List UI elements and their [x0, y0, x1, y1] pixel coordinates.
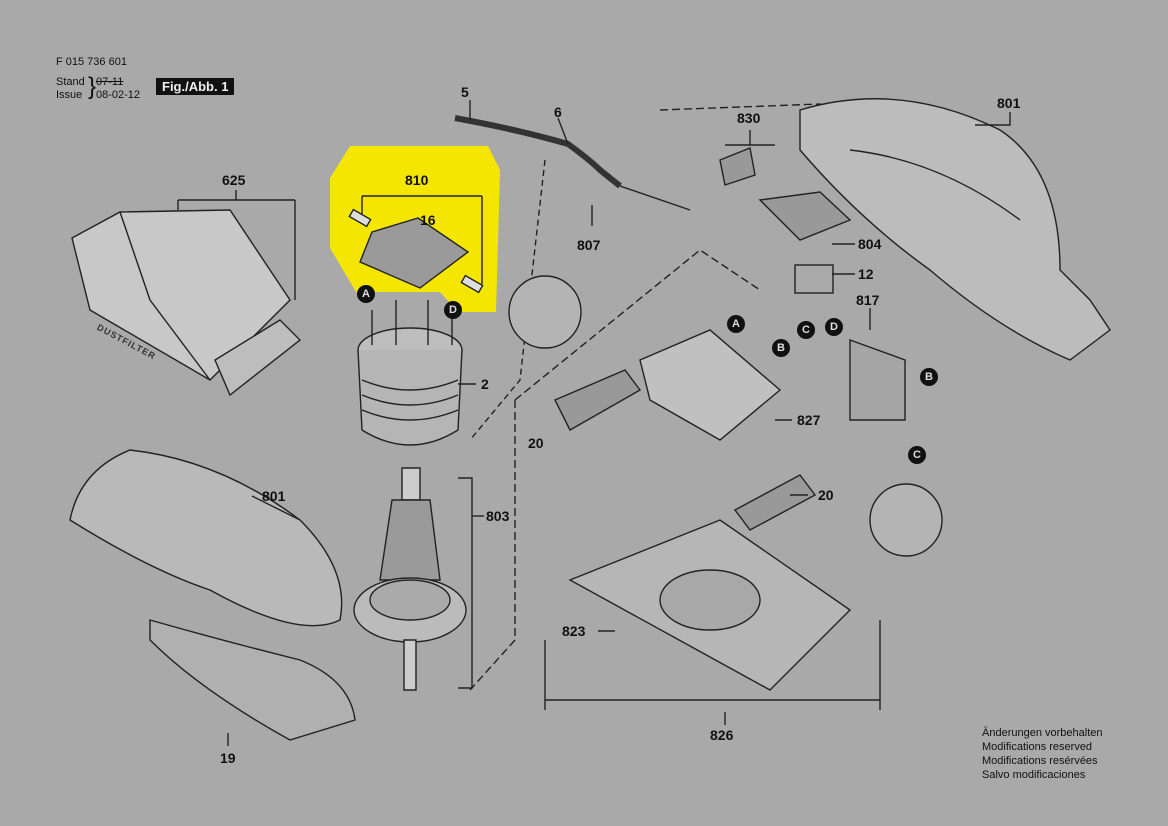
leader-625	[178, 190, 295, 201]
dashed-line-left	[469, 400, 516, 691]
callout-823: 823	[562, 623, 586, 639]
detail-circle-right	[869, 483, 943, 557]
callout-20-right: 20	[818, 487, 834, 503]
callout-12: 12	[858, 266, 874, 282]
note-es: Salvo modificaciones	[982, 769, 1086, 781]
callout-625: 625	[222, 172, 246, 188]
callout-801-left: 801	[262, 488, 286, 504]
marker-b-bottom: B	[920, 368, 938, 386]
callout-817: 817	[856, 292, 880, 308]
callout-6: 6	[554, 104, 562, 120]
notes-block: Änderungen vorbehalten Modifications res…	[982, 726, 1102, 782]
marker-c-bottom: C	[908, 446, 926, 464]
marker-c-top: C	[797, 321, 815, 339]
electronic-module	[849, 339, 906, 421]
housing-left	[69, 449, 356, 741]
callout-801-top: 801	[997, 95, 1021, 111]
callout-807: 807	[577, 237, 601, 253]
leader-830	[725, 130, 775, 146]
switch-button	[719, 147, 756, 186]
field-coil	[357, 300, 463, 446]
note-en: Modifications reserved	[982, 741, 1093, 753]
stand-value: 07-11	[96, 76, 124, 88]
leader-801-left	[251, 495, 301, 521]
marker-d-right: D	[825, 318, 843, 336]
clamp-right	[733, 474, 817, 531]
leader-801-top	[975, 112, 1011, 126]
dashed-line-motor	[469, 159, 546, 441]
callout-804: 804	[858, 236, 882, 252]
housing-right	[799, 98, 1111, 361]
dustfilter-box	[71, 200, 302, 397]
doc-number: F 015 736 601	[56, 56, 127, 68]
figure-label: Fig./Abb. 1	[156, 78, 235, 95]
cable-ends	[619, 185, 691, 211]
marker-a-left: A	[357, 285, 375, 303]
capacitor	[794, 264, 834, 294]
callout-826: 826	[710, 727, 734, 743]
callout-827: 827	[797, 412, 821, 428]
callout-2: 2	[481, 376, 489, 392]
callout-803: 803	[486, 508, 510, 524]
brush-plate	[348, 195, 484, 294]
callout-810: 810	[405, 172, 429, 188]
marker-d-left: D	[444, 301, 462, 319]
marker-a-right: A	[727, 315, 745, 333]
brace-icon: }	[88, 73, 97, 100]
callout-5: 5	[461, 84, 469, 100]
note-de: Änderungen vorbehalten	[982, 727, 1103, 739]
issue-value: 08-02-12	[96, 89, 141, 101]
marker-b-top: B	[772, 339, 790, 357]
note-fr: Modifications resérvées	[982, 755, 1098, 767]
clamp-left	[554, 369, 642, 431]
leader-6	[557, 117, 569, 145]
base-plate	[544, 519, 881, 710]
switch-cover	[758, 191, 852, 241]
pad-plate	[639, 329, 782, 441]
callout-16: 16	[420, 212, 436, 228]
issue-label: Issue	[56, 89, 83, 101]
dashed-line-mid	[514, 249, 761, 401]
stand-label: Stand	[56, 76, 85, 88]
callout-20-left: 20	[528, 435, 544, 451]
callout-19: 19	[220, 750, 236, 766]
detail-circle-top	[508, 275, 582, 349]
callout-830: 830	[737, 110, 761, 126]
armature	[353, 467, 473, 691]
